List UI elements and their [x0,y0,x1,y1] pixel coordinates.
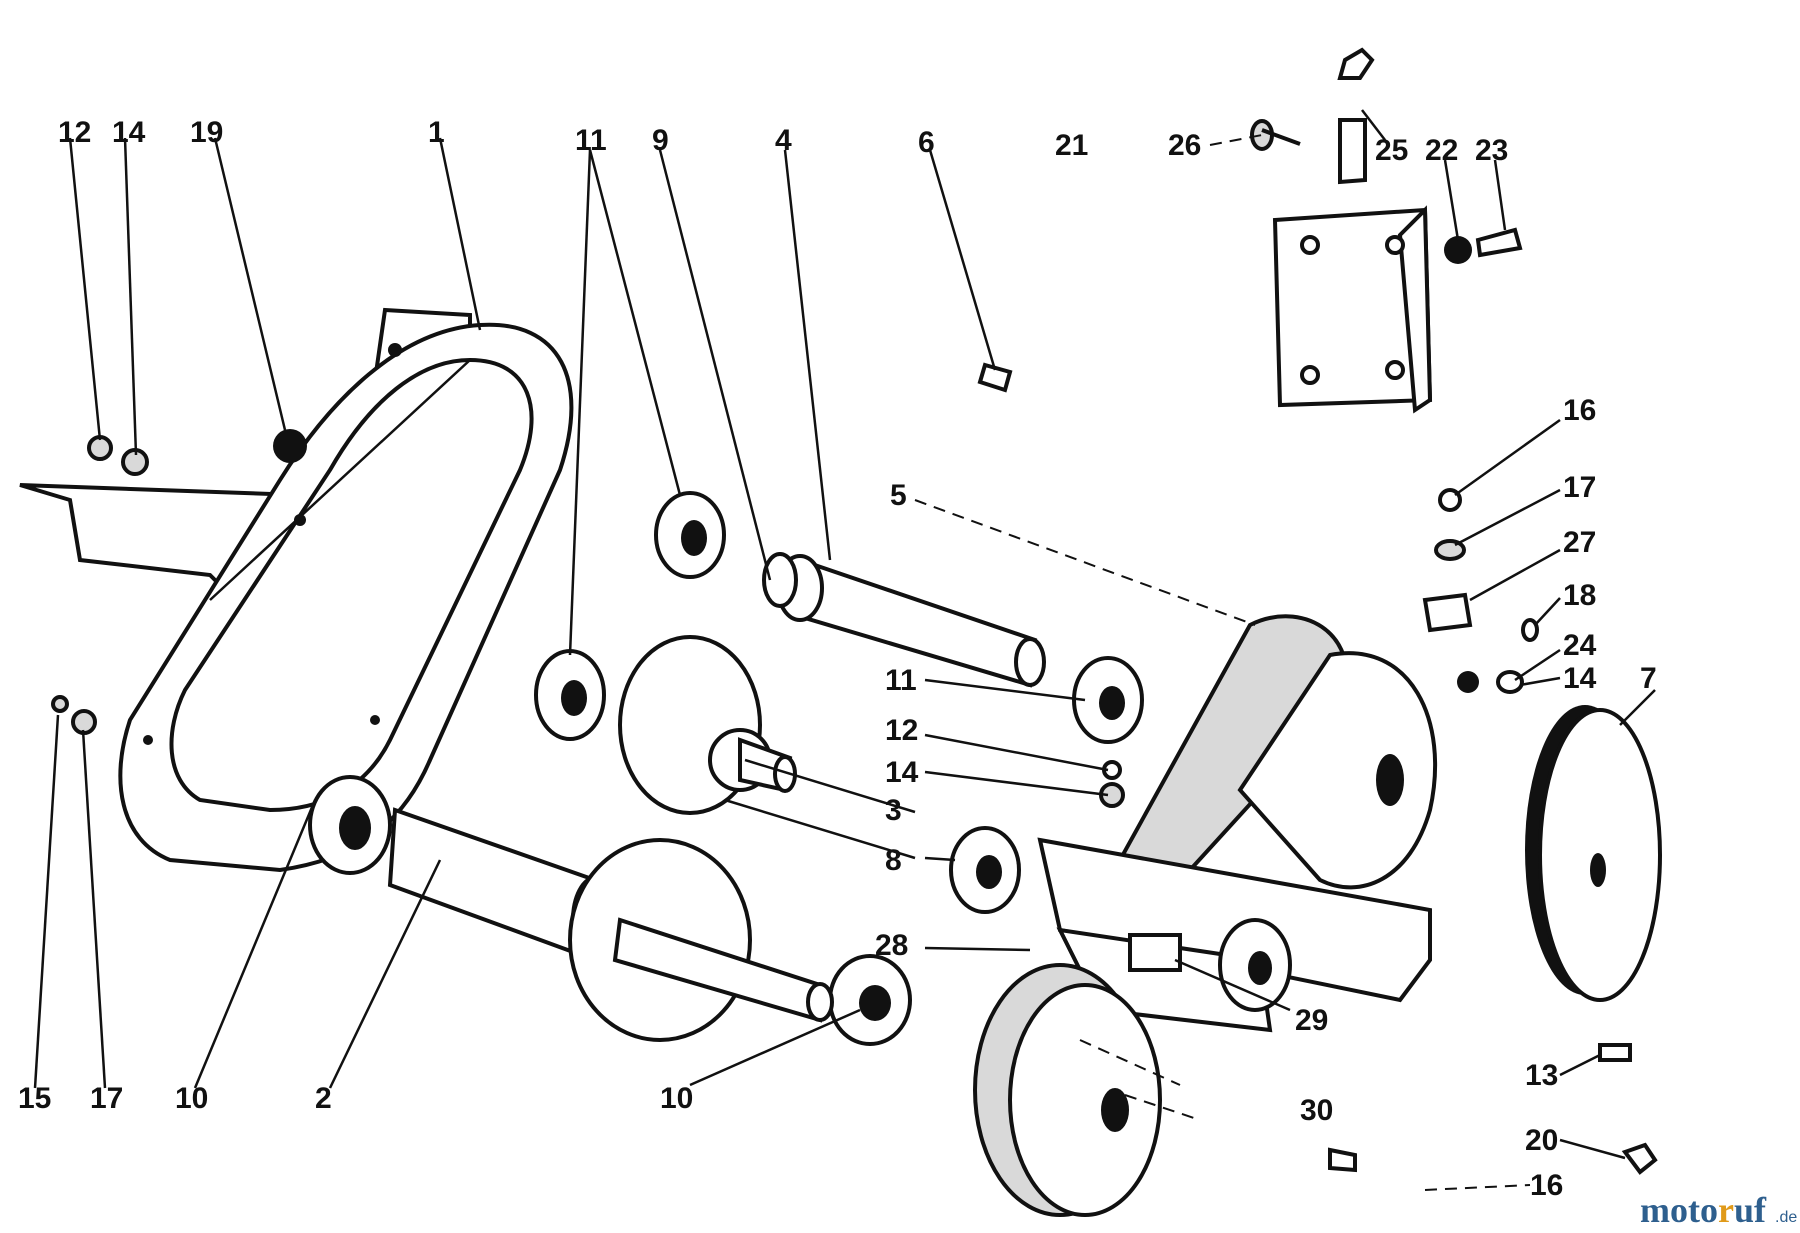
callout-3: 3 [885,794,902,827]
callout-30: 30 [1300,1094,1333,1127]
callout-27: 27 [1563,526,1596,559]
svg-text:.de: .de [1775,1209,1797,1226]
callout-10: 10 [660,1082,693,1115]
callout-11: 11 [885,664,917,697]
callout-6: 6 [918,126,935,159]
callout-14: 14 [1563,662,1597,695]
callout-22: 22 [1425,134,1458,167]
callout-17: 17 [1563,471,1596,504]
mounting-plate-and-pin [1250,47,1523,414]
callout-12: 12 [885,714,918,747]
callout-12: 12 [58,116,91,149]
callout-16: 16 [1563,394,1596,427]
callout-23: 23 [1475,134,1508,167]
callout-15: 15 [18,1082,51,1115]
tension-bracket-assembly [973,614,1662,1217]
callout-29: 29 [1295,1004,1328,1037]
belt-guard-cover [19,307,574,873]
callout-26: 26 [1168,129,1201,162]
callout-2: 2 [315,1082,332,1115]
callout-10: 10 [175,1082,208,1115]
svg-text:motoruf: motoruf [1640,1190,1767,1230]
callout-20: 20 [1525,1124,1558,1157]
callout-9: 9 [652,124,669,157]
callout-28: 28 [875,929,908,962]
callout-8: 8 [885,844,902,877]
small-fasteners-right [977,362,1658,1175]
leader-lines [33,109,1656,1191]
callout-11: 11 [575,124,607,157]
callout-19: 19 [190,116,223,149]
callout-5: 5 [890,479,907,512]
callout-16: 16 [1530,1169,1563,1202]
callout-7: 7 [1640,662,1657,695]
callout-1: 1 [428,116,445,149]
callout-25: 25 [1375,134,1408,167]
callout-18: 18 [1563,579,1596,612]
bearings [308,491,1144,1046]
callout-4: 4 [775,124,792,157]
callout-14: 14 [112,116,146,149]
callout-13: 13 [1525,1059,1558,1092]
shaft-upper [762,552,1046,688]
callout-24: 24 [1563,629,1597,662]
callout-21: 21 [1055,129,1088,162]
callout-17: 17 [90,1082,123,1115]
callout-14: 14 [885,756,919,789]
pulley-disc-with-shaft [387,635,834,1042]
site-watermark: motoruf .de [1640,1190,1797,1230]
